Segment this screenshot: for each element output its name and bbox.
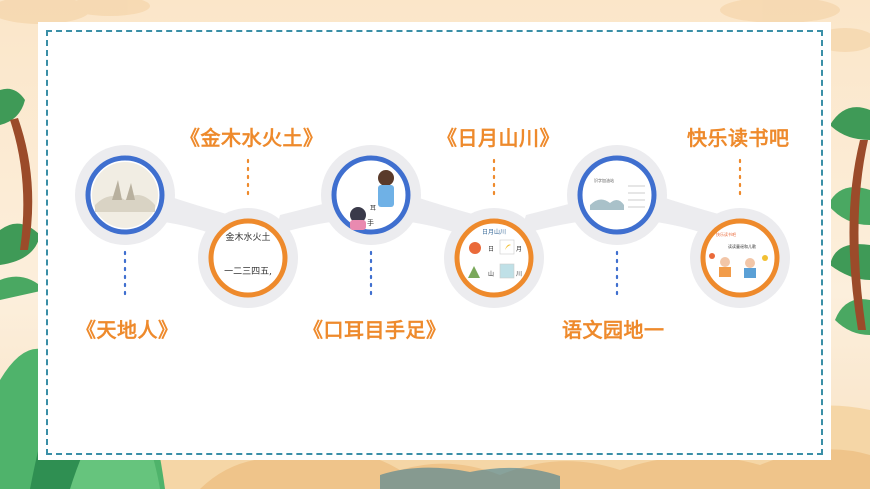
node-tiandiren[interactable] [85, 155, 165, 235]
thumb-header: 快乐读书吧 [716, 231, 736, 237]
thumb-header: 识字加油站 [594, 177, 614, 183]
thumb-cell-1: 日 [488, 246, 494, 253]
lesson-title-riyueshanchuan[interactable]: 《日月山川》 [437, 126, 560, 150]
thumb-cell-3: 山 [488, 270, 494, 278]
thumb-cell-2: 月 [516, 246, 522, 253]
node-jinmushuihuotu[interactable]: 金木水火土 一二三四五, [208, 218, 288, 298]
dashed-frame [46, 30, 823, 455]
lesson-title-yuwenyuandi[interactable]: 语文园地一 [562, 318, 665, 342]
top-left-cloud-decor [0, 0, 150, 24]
node-kuaileduchu[interactable]: 快乐读书吧 读读童谣和儿歌 [700, 218, 780, 298]
thumb-char-2: 耳 [370, 205, 376, 212]
thumb-header: 日月山川 [482, 228, 506, 236]
thumb-cell-4: 川 [516, 271, 522, 278]
node-yuwenyuandi[interactable]: 识字加油站 [577, 155, 657, 235]
lesson-title-kuaileduchu[interactable]: 快乐读书吧 [687, 126, 790, 150]
lesson-title-kouermushouzu[interactable]: 《口耳目手足》 [303, 318, 447, 342]
left-pine-tree [0, 88, 45, 300]
lesson-title-tiandiren[interactable]: 《天地人》 [76, 318, 179, 342]
right-pine-tree [828, 107, 870, 335]
thumb-char-1: 手 [367, 218, 374, 227]
node-kouermushouzu[interactable]: 手 耳 [331, 155, 411, 235]
thumb-subheader: 读读童谣和儿歌 [728, 243, 756, 249]
lesson-title-jinmushuihuotu[interactable]: 《金木水火土》 [180, 126, 324, 150]
thumb-text-line1: 金木水火土 [225, 231, 270, 243]
thumb-text-line2: 一二三四五, [224, 267, 272, 277]
node-riyueshanchuan[interactable]: 日月山川 日 月 山 川 [454, 218, 534, 298]
